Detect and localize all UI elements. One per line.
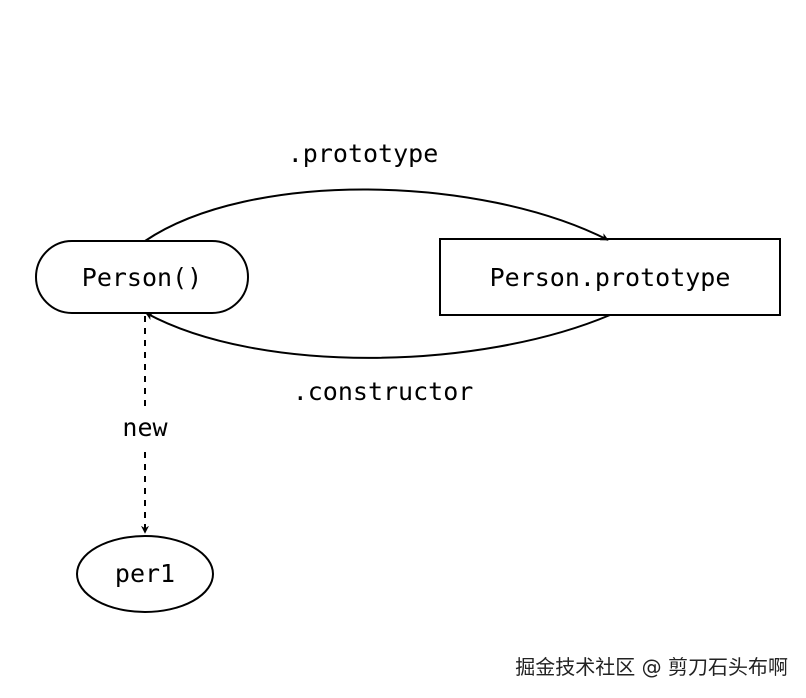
person-node-label: Person() [82,263,202,292]
person-node [35,240,249,314]
per1-node [76,535,214,613]
prototype-edge-label: .prototype [288,139,439,168]
new-edge-label: new [122,413,168,442]
prototype-node-label: Person.prototype [490,263,731,292]
prototype-arrow [144,188,609,242]
prototype-node [439,238,781,316]
per1-node-label: per1 [115,559,175,588]
constructor-arrow [145,312,611,359]
constructor-edge-label: .constructor [293,377,474,406]
watermark: 掘金技术社区 @ 剪刀石头布啊 [515,655,788,679]
